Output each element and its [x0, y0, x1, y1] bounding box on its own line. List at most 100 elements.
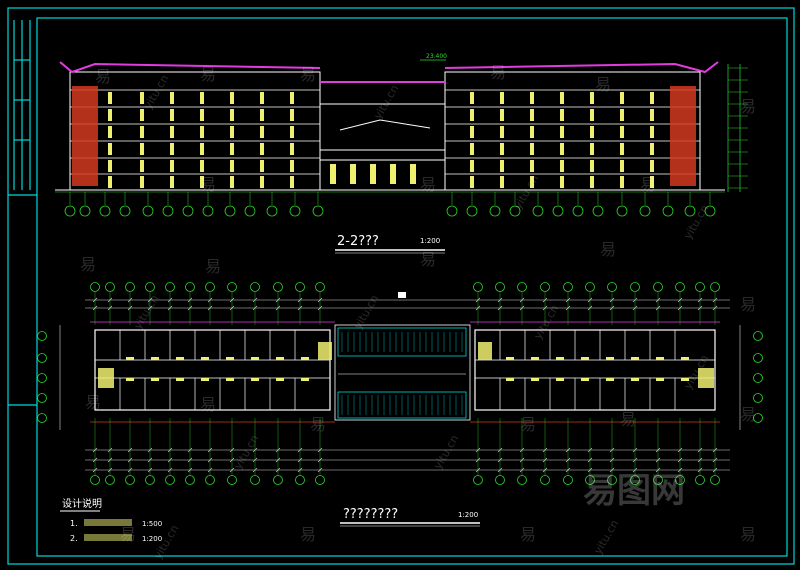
- axis-bubble: [273, 475, 283, 485]
- door-mark: [126, 357, 134, 360]
- window: [170, 126, 174, 138]
- window: [260, 160, 264, 172]
- window: [200, 92, 204, 104]
- watermark-char: 易: [200, 65, 216, 84]
- axis-bubble: [753, 331, 763, 341]
- window: [590, 126, 594, 138]
- section-central-block: [319, 81, 446, 191]
- watermark-char: 易: [520, 415, 536, 434]
- plan-axis-bubbles: [37, 282, 763, 485]
- north-marker: [398, 292, 406, 298]
- axis-bubble: [473, 282, 483, 292]
- window: [620, 109, 624, 121]
- watermark-char: 易: [740, 295, 756, 314]
- axis-bubble: [552, 205, 564, 217]
- watermark-char: 易: [640, 175, 656, 194]
- watermark-char: 易: [80, 255, 96, 274]
- axis-bubble: [675, 282, 685, 292]
- section-title: 2-2???: [337, 234, 379, 249]
- notes-heading: 设计说明: [62, 497, 102, 510]
- axis-bubble: [592, 205, 604, 217]
- axis-bubble: [585, 282, 595, 292]
- axis-bubble: [162, 205, 174, 217]
- axis-bubble: [710, 282, 720, 292]
- door-mark: [276, 378, 284, 381]
- axis-bubble: [182, 205, 194, 217]
- axis-bubble: [466, 205, 478, 217]
- axis-bubble: [165, 475, 175, 485]
- axis-bubble: [205, 475, 215, 485]
- plan-rooms: [119, 330, 689, 410]
- door-mark: [556, 357, 564, 360]
- axis-bubble: [273, 282, 283, 292]
- door-mark: [126, 378, 134, 381]
- window: [500, 143, 504, 155]
- window: [140, 143, 144, 155]
- watermark-char: 易: [490, 63, 506, 82]
- door-mark: [151, 378, 159, 381]
- window: [230, 109, 234, 121]
- building-section: 23.400: [55, 53, 748, 217]
- window: [290, 126, 294, 138]
- design-notes: 设计说明 1. 1:500 2. 1:200: [60, 497, 162, 543]
- axis-bubble: [205, 282, 215, 292]
- section-title-block: 2-2??? 1:200: [335, 234, 445, 254]
- window: [650, 109, 654, 121]
- watermark-char: 易: [740, 405, 756, 424]
- axis-bubble: [753, 353, 763, 363]
- window: [108, 109, 112, 121]
- plan-dimension-lines: [59, 299, 741, 471]
- window: [260, 126, 264, 138]
- window: [200, 160, 204, 172]
- axis-bubble: [495, 282, 505, 292]
- axis-bubble: [125, 282, 135, 292]
- window: [230, 143, 234, 155]
- door-mark: [226, 378, 234, 381]
- axis-bubble: [227, 282, 237, 292]
- axis-bubble: [37, 373, 47, 383]
- door-mark: [226, 357, 234, 360]
- watermark-char: 易: [200, 175, 216, 194]
- window: [370, 164, 376, 184]
- axis-bubble: [99, 205, 111, 217]
- axis-bubble: [37, 353, 47, 363]
- axis-bubble: [630, 282, 640, 292]
- axis-bubble: [266, 205, 278, 217]
- axis-bubble: [315, 475, 325, 485]
- door-mark: [631, 357, 639, 360]
- window: [200, 109, 204, 121]
- window: [590, 176, 594, 188]
- window: [170, 92, 174, 104]
- window: [590, 143, 594, 155]
- axis-bubble: [119, 205, 131, 217]
- door-mark: [301, 357, 309, 360]
- axis-bubble: [250, 282, 260, 292]
- axis-bubble: [517, 475, 527, 485]
- axis-bubble: [540, 475, 550, 485]
- window: [530, 126, 534, 138]
- window: [500, 92, 504, 104]
- axis-bubble: [563, 475, 573, 485]
- door-mark: [681, 378, 689, 381]
- window: [650, 126, 654, 138]
- plan-stairs: [98, 342, 714, 388]
- window: [590, 160, 594, 172]
- window: [620, 160, 624, 172]
- watermark-char: 易: [595, 75, 611, 94]
- window: [650, 176, 654, 188]
- axis-bubble: [165, 282, 175, 292]
- window: [530, 143, 534, 155]
- axis-bubble: [517, 282, 527, 292]
- axis-bubble: [125, 475, 135, 485]
- window: [260, 143, 264, 155]
- drawing-frame: [7, 7, 795, 565]
- window: [170, 109, 174, 121]
- door-mark: [656, 357, 664, 360]
- window: [470, 160, 474, 172]
- axis-bubble: [37, 331, 47, 341]
- window: [560, 160, 564, 172]
- note-1-scale: 1:500: [142, 520, 162, 528]
- window: [290, 92, 294, 104]
- plan-outer-lines: [90, 321, 720, 423]
- axis-bubble: [105, 282, 115, 292]
